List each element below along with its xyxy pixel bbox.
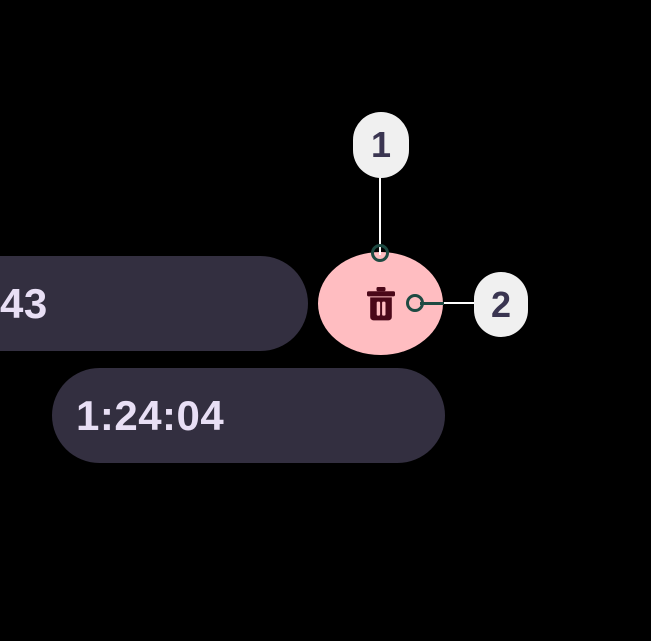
timeline-pill-duration-b-label: 1:24:04 — [76, 391, 225, 439]
anchor-point-right[interactable] — [406, 294, 424, 312]
callout-badge-2-number: 2 — [490, 283, 512, 325]
callout-badge-1-number: 1 — [370, 124, 392, 165]
timeline-pill-duration-b[interactable]: 1:24:04 — [52, 368, 445, 463]
connector-horizontal — [420, 302, 480, 304]
timeline-pill-duration-a[interactable]: 43 — [0, 256, 308, 351]
connector-vertical — [379, 160, 381, 255]
anchor-point-top[interactable] — [371, 244, 389, 262]
timeline-pill-duration-a-label: 43 — [0, 279, 48, 327]
callout-badge-2[interactable]: 2 — [474, 272, 528, 337]
connector-horizontal-inner-segment — [420, 302, 444, 305]
callout-badge-1[interactable]: 1 — [353, 112, 409, 178]
trash-icon — [366, 286, 395, 321]
